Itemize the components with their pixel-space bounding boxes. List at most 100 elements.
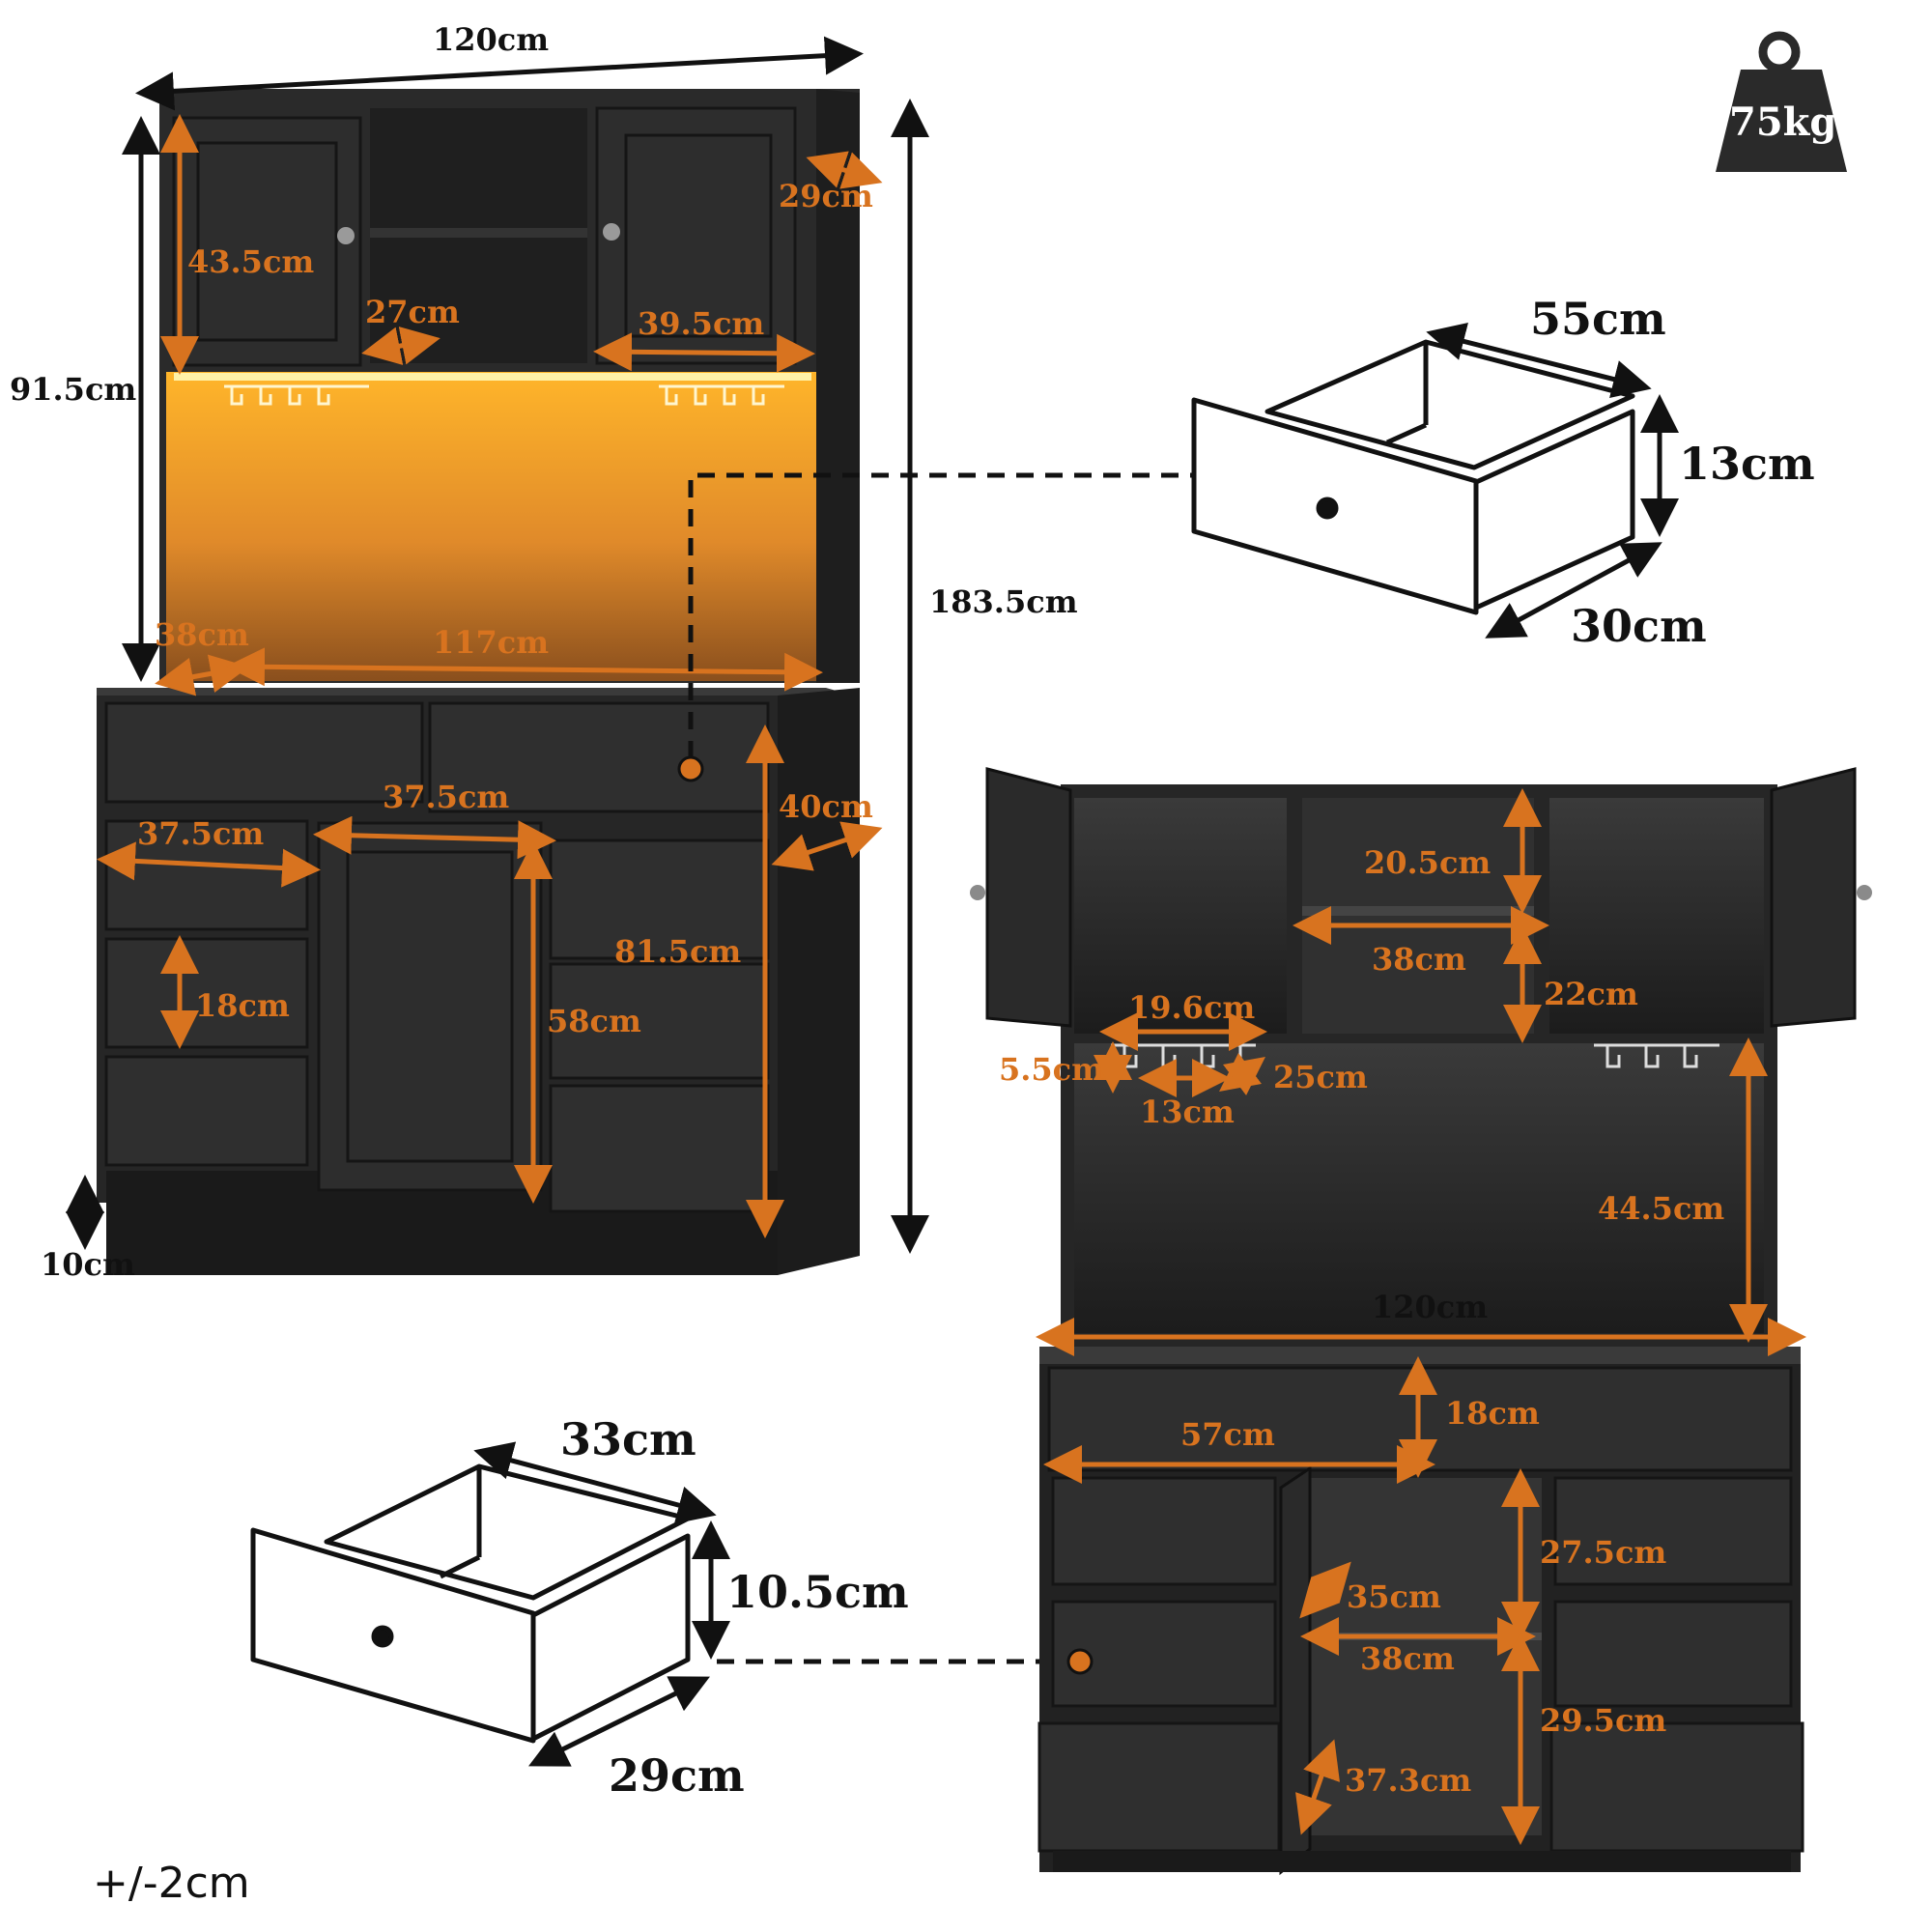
hutch-depth-arrow <box>806 151 883 189</box>
rack-height-label: 5.5cm <box>999 1051 1104 1088</box>
door-depth-lower-arrow <box>1295 1739 1340 1835</box>
inner-width-label: 38cm <box>1360 1640 1455 1677</box>
weight-icon <box>1716 31 1847 172</box>
knob-right[interactable] <box>603 223 620 241</box>
door-depth-upper-arrow <box>1299 1561 1351 1619</box>
open-upper-left-bay <box>1074 798 1287 1034</box>
base-side <box>778 688 860 1275</box>
top-drawer-width-label: 55cm <box>1530 293 1666 345</box>
open-glass-rack-right <box>1594 1043 1719 1068</box>
open-knob-right[interactable] <box>1857 885 1872 900</box>
rack-depth-arrow <box>1219 1053 1265 1095</box>
knob-left[interactable] <box>337 227 355 244</box>
door-depth-upper-label: 35cm <box>1347 1578 1441 1615</box>
center-door-width-label: 37.5cm <box>383 779 509 815</box>
top-drawer-drawing <box>1191 339 1635 615</box>
top-drawer-width-arrow <box>1426 322 1652 399</box>
door-depth-lower-label: 37.3cm <box>1345 1762 1471 1799</box>
rack-depth-label: 25cm <box>1273 1059 1368 1095</box>
niche-width-arrow <box>361 327 440 365</box>
right-drawer-2 <box>549 962 770 1080</box>
center-door <box>317 821 543 1192</box>
hutch-side <box>816 89 860 683</box>
upper-door-height-label: 43.5cm <box>187 243 314 280</box>
open-plinth <box>1053 1851 1791 1872</box>
top-drawer-width-label-open: 57cm <box>1180 1416 1275 1453</box>
upper-door-width-label: 39.5cm <box>638 305 764 342</box>
side-drawer-width-label: 37.5cm <box>137 815 264 852</box>
open-left-drawer-1 <box>1051 1476 1277 1586</box>
tolerance-note: +/-2cm <box>93 1859 250 1908</box>
top-drawer-height-label: 13cm <box>1679 438 1815 490</box>
center-door-height-label: 58cm <box>547 1003 641 1039</box>
top-drawer-left <box>104 701 424 804</box>
open-right-drawer-1 <box>1553 1476 1793 1586</box>
top-drawer-depth-arrow <box>1485 542 1662 639</box>
counter-width-label: 117cm <box>433 624 549 661</box>
open-door-left <box>985 767 1072 1028</box>
left-drawer-2 <box>104 937 309 1049</box>
open-door-right <box>1770 767 1857 1028</box>
small-drawer-height-label: 10.5cm <box>726 1566 909 1618</box>
weight-label: 75kg <box>1729 99 1836 145</box>
open-right-drawer-2 <box>1553 1600 1793 1708</box>
open-knob-left[interactable] <box>970 885 985 900</box>
upper-door-right <box>595 106 797 365</box>
niche-width-label: 27cm <box>365 294 460 330</box>
open-mid-shelf <box>1302 906 1534 916</box>
counter-depth-label: 38cm <box>155 616 249 653</box>
small-drawer-depth-label: 29cm <box>609 1749 745 1802</box>
rack-slot-label: 13cm <box>1140 1094 1235 1130</box>
upper-door-left <box>172 116 362 367</box>
small-drawer-dims <box>473 1441 730 1767</box>
small-drawer-drawing <box>250 1463 691 1744</box>
side-drawer-width-arrow <box>97 841 321 888</box>
plinth-height-label: 10cm <box>41 1246 135 1283</box>
glass-rack-left <box>224 384 369 406</box>
top-drawer-height-label-open: 18cm <box>1445 1395 1540 1432</box>
small-drawer-hole <box>371 1625 394 1648</box>
glass-rack-right <box>659 384 784 406</box>
inner-upper-height-label: 27.5cm <box>1540 1534 1666 1571</box>
shelf-width-label: 38cm <box>1372 941 1466 978</box>
open-upper-right-bay <box>1549 798 1764 1034</box>
shelf-lower-label: 22cm <box>1544 976 1638 1012</box>
open-base-door <box>1279 1465 1312 1876</box>
hutch-depth-label: 29cm <box>779 178 873 214</box>
small-drawer-inner-floor <box>439 1554 481 1579</box>
open-orange-dimensions <box>1036 788 1806 1845</box>
shelf-upper-label: 20.5cm <box>1364 844 1491 881</box>
top-drawer-inner-floor <box>1385 422 1428 445</box>
small-drawer-depth-arrow <box>528 1676 710 1767</box>
inner-lower-height-label: 29.5cm <box>1540 1702 1666 1739</box>
left-drawer-3 <box>104 1055 309 1167</box>
cabinet-front-view <box>97 89 860 1275</box>
upper-door-width-arrow <box>593 332 815 373</box>
open-right-drawer-3 <box>1549 1721 1804 1853</box>
weight-ring <box>1758 31 1801 73</box>
weight-body <box>1716 70 1847 172</box>
rack-width-label: 19.6cm <box>1128 989 1255 1026</box>
top-drawer-dims <box>1426 322 1679 639</box>
lit-bay <box>166 372 816 681</box>
top-drawer-right <box>428 701 770 813</box>
front-orange-dimensions <box>97 114 883 1238</box>
leader-top-drawer <box>688 472 1196 758</box>
center-door-width-arrow <box>313 815 556 860</box>
drawer-marker-open <box>1066 1648 1094 1675</box>
height-total-label: 183.5cm <box>929 583 1078 620</box>
small-drawer-height-label: 18cm <box>195 987 290 1024</box>
front-black-dimensions <box>66 36 929 1254</box>
counter-width-arrow <box>226 647 823 692</box>
base-height-label: 81.5cm <box>614 933 741 970</box>
top-drawer-hole <box>1316 497 1339 520</box>
small-drawer-width-label: 33cm <box>560 1413 696 1465</box>
width-total-label: 120cm <box>433 21 549 58</box>
base-depth-arrow <box>771 821 883 871</box>
small-drawer-width-arrow <box>473 1441 717 1524</box>
right-drawer-3 <box>549 1084 770 1213</box>
drawer-marker-front <box>677 755 704 782</box>
top-drawer-depth-label: 30cm <box>1571 600 1707 652</box>
open-left-drawer-3 <box>1037 1721 1281 1853</box>
